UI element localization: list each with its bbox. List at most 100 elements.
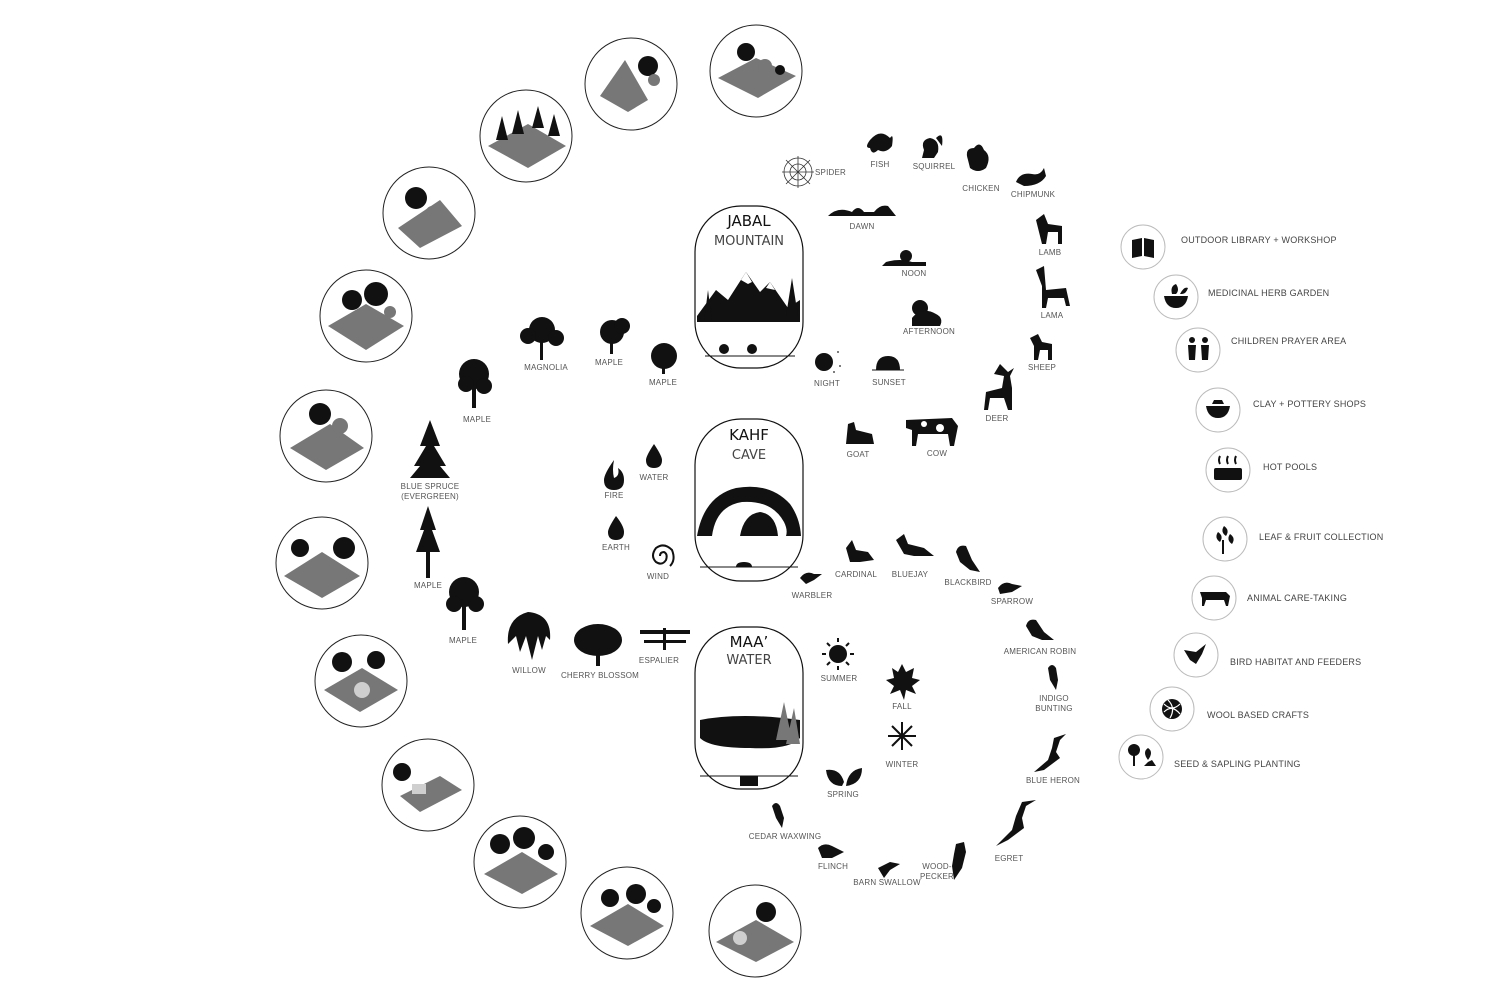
vignette-11 <box>580 866 674 960</box>
warbler-icon <box>800 572 822 584</box>
element-label: FIRE <box>604 491 623 500</box>
times-of-day-group: DAWN NOON AFTERNOON SUNSET NIGHT <box>814 205 955 388</box>
maple-tree-icon <box>446 577 484 630</box>
maple-leaf-icon <box>886 664 920 700</box>
capsule-title: JABAL <box>726 212 771 230</box>
animal-label: LAMB <box>1039 248 1062 257</box>
vignette-2 <box>584 37 678 131</box>
activity-row: CLAY + POTTERY SHOPS <box>1195 387 1366 433</box>
time-label: NOON <box>902 269 927 278</box>
vignette-9 <box>381 738 475 832</box>
lama-icon <box>1036 266 1070 308</box>
animal-label: GOAT <box>847 450 870 459</box>
tree-label: WILLOW <box>512 666 546 675</box>
tree-label: MAPLE <box>449 636 477 645</box>
trees-group: MAGNOLIA MAPLE MAPLE MAPLE BLUE SPRUCE (… <box>401 317 690 680</box>
sapling-icon <box>1128 744 1156 766</box>
lake-icon <box>700 716 800 749</box>
animal-label: FISH <box>870 160 889 169</box>
lamb-icon <box>1036 214 1062 244</box>
yarn-icon <box>1162 699 1182 719</box>
spider-icon <box>782 156 814 188</box>
activity-row: OUTDOOR LIBRARY + WORKSHOP <box>1120 224 1337 270</box>
time-label: AFTERNOON <box>903 327 955 336</box>
squirrel-icon <box>922 135 943 158</box>
season-label: FALL <box>892 702 912 711</box>
vignette-1 <box>709 24 803 118</box>
chipmunk-icon <box>1016 168 1046 186</box>
bird-label: INDIGO <box>1039 694 1069 703</box>
mountain-icon <box>697 272 800 322</box>
night-icon <box>815 351 841 373</box>
bird-icon <box>1184 644 1206 664</box>
cardinal-icon <box>846 540 874 562</box>
cow-icon <box>1200 592 1230 606</box>
animal-label: CHIPMUNK <box>1011 190 1056 199</box>
flinch-icon <box>818 844 844 858</box>
capsule-subtitle: MOUNTAIN <box>714 234 784 249</box>
earth-icon <box>608 516 624 540</box>
sparrow-icon <box>998 582 1022 594</box>
tree-label: (EVERGREEN) <box>401 492 459 501</box>
capsule-title: KAHF <box>729 426 769 444</box>
snowflake-icon <box>888 722 916 750</box>
maple-tree-icon <box>651 343 677 374</box>
capsule-maa-water: MAA’ WATER <box>694 626 804 790</box>
sunset-icon <box>872 356 904 371</box>
willow-tree-icon <box>507 612 551 660</box>
time-label: DAWN <box>850 222 875 231</box>
tree-label: CHERRY BLOSSOM <box>561 671 639 680</box>
sprout-leaves-icon <box>826 768 862 786</box>
activity-row: HOT POOLS <box>1205 447 1317 493</box>
element-label: EARTH <box>602 543 630 552</box>
blackbird-icon <box>956 545 980 572</box>
activity-label: OUTDOOR LIBRARY + WORKSHOP <box>1181 235 1337 245</box>
bird-label: BLUE HERON <box>1026 776 1080 785</box>
activity-row: LEAF & FRUIT COLLECTION <box>1202 516 1383 562</box>
activity-label: LEAF & FRUIT COLLECTION <box>1259 532 1383 542</box>
american-robin-icon <box>1026 619 1054 640</box>
water-drop-icon <box>646 444 662 468</box>
tree-label: MAGNOLIA <box>524 363 568 372</box>
season-label: WINTER <box>886 760 919 769</box>
time-label: SUNSET <box>872 378 906 387</box>
blue-spruce-tree-icon <box>410 420 450 478</box>
sun-icon <box>822 638 854 670</box>
bird-label: AMERICAN ROBIN <box>1004 647 1077 656</box>
elements-group: FIRE WATER EARTH WIND <box>602 444 675 581</box>
landscape-vignette-ring <box>275 24 803 978</box>
animal-label: LAMA <box>1041 311 1064 320</box>
bird-label: BARN SWALLOW <box>853 878 921 887</box>
activity-label: SEED & SAPLING PLANTING <box>1174 759 1301 769</box>
barn-swallow-icon <box>878 862 900 878</box>
activity-row: ANIMAL CARE-TAKING <box>1191 575 1347 621</box>
espalier-tree-icon <box>640 628 690 650</box>
animal-label: DEER <box>985 414 1008 423</box>
activity-row: WOOL BASED CRAFTS <box>1149 686 1309 732</box>
animal-label: SPIDER <box>815 168 846 177</box>
vignette-4 <box>382 166 476 260</box>
activity-label: BIRD HABITAT AND FEEDERS <box>1230 657 1361 667</box>
activity-label: MEDICINAL HERB GARDEN <box>1208 288 1329 298</box>
vignette-10 <box>473 815 567 909</box>
vignette-5 <box>319 269 413 363</box>
season-label: SUMMER <box>821 674 858 683</box>
vignette-6 <box>279 389 373 483</box>
tree-label: ESPALIER <box>639 656 679 665</box>
animal-label: SQUIRREL <box>913 162 956 171</box>
bird-label: CEDAR WAXWING <box>749 832 822 841</box>
activity-label: WOOL BASED CRAFTS <box>1207 710 1309 720</box>
wind-swirl-icon <box>652 544 675 567</box>
children-icon <box>1188 337 1209 360</box>
tree-label: BLUE SPRUCE <box>401 482 460 491</box>
bird-label: PECKER <box>920 872 954 881</box>
bird-label: SPARROW <box>991 597 1033 606</box>
maple-tree-icon <box>458 359 492 408</box>
bird-label: WARBLER <box>792 591 833 600</box>
magnolia-tree-icon <box>520 317 564 360</box>
capsule-kahf-cave: KAHF CAVE <box>694 418 804 582</box>
capsule-subtitle: WATER <box>726 653 771 668</box>
blue-heron-icon <box>1034 734 1066 772</box>
hot-pool-icon <box>1214 455 1242 480</box>
element-label: WIND <box>647 572 669 581</box>
